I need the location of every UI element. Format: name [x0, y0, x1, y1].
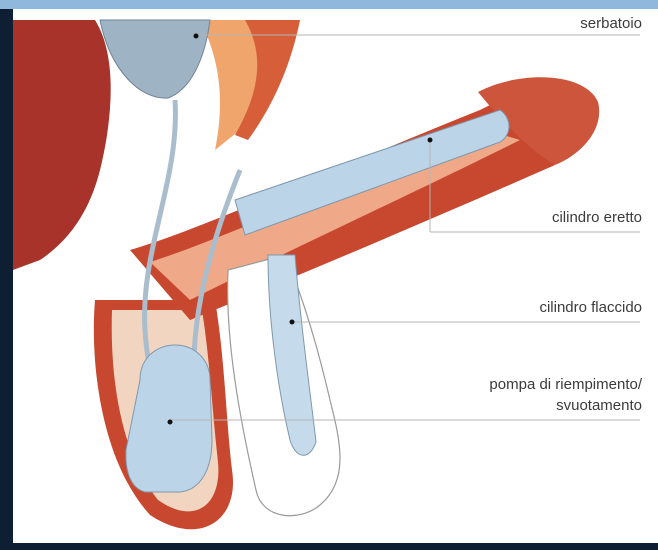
label-erect-cylinder: cilindro eretto	[552, 208, 642, 227]
bottom-frame-bar	[0, 543, 658, 550]
dot-flaccid	[290, 320, 295, 325]
label-pump-line1: pompa di riempimento/	[489, 374, 642, 395]
dot-pump	[168, 420, 173, 425]
reservoir	[100, 20, 210, 98]
left-frame-bar	[0, 9, 13, 550]
dot-erect	[428, 138, 433, 143]
label-flaccid-cylinder: cilindro flaccido	[539, 298, 642, 317]
pelvic-muscle	[13, 20, 111, 270]
label-pump: pompa di riempimento/ svuotamento	[489, 374, 642, 416]
label-reservoir: serbatoio	[580, 14, 642, 33]
top-frame-bar	[0, 0, 658, 9]
dot-reservoir	[194, 34, 199, 39]
label-pump-line2: svuotamento	[489, 395, 642, 416]
